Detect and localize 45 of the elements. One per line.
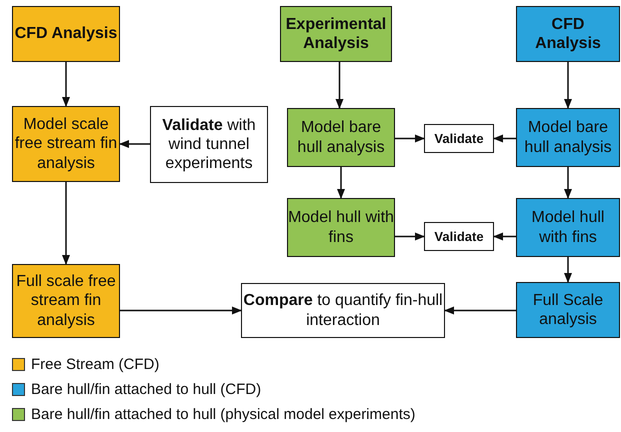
- arrow: [564, 167, 572, 199]
- note-box: [424, 222, 494, 251]
- process-box: [12, 6, 120, 62]
- node-text: Model bare hull analysis: [296, 118, 386, 157]
- arrow: [395, 134, 425, 142]
- arrow: [62, 62, 70, 107]
- node-text: Validate: [434, 228, 484, 244]
- node-text: Model bare hull analysis: [523, 118, 613, 157]
- process-box: [516, 6, 620, 62]
- process-box: [280, 6, 392, 62]
- arrow: [62, 182, 70, 265]
- note-box: [424, 124, 494, 153]
- process-box: [12, 106, 120, 182]
- note-box: [241, 283, 445, 338]
- node-text: Model scale free stream fin analysis: [14, 115, 118, 173]
- node-text: Compare to quantify fin-hull interaction: [242, 291, 444, 330]
- arrow: [564, 62, 572, 109]
- arrow: [444, 306, 516, 314]
- arrow: [395, 232, 425, 240]
- process-box: [516, 198, 620, 257]
- node-text: Validate with wind tunnel experiments: [161, 116, 257, 174]
- legend-text: Bare hull/fin attached to hull (CFD): [31, 381, 262, 398]
- arrow: [493, 232, 516, 240]
- process-box: [516, 282, 620, 338]
- arrow: [337, 167, 345, 199]
- process-box: [12, 264, 120, 338]
- legend-text: Bare hull/fin attached to hull (physical model experiments): [31, 406, 416, 423]
- process-box: [516, 108, 620, 167]
- note-box: [150, 106, 268, 183]
- legend-text: Free Stream (CFD): [31, 356, 160, 373]
- node-text: Full Scale analysis: [532, 290, 604, 330]
- arrow: [564, 257, 572, 283]
- arrow: [119, 140, 150, 148]
- node-text: Experimental Analysis: [284, 14, 388, 54]
- node-text: Validate: [434, 130, 484, 146]
- node-text: Model hull with fins: [288, 208, 394, 247]
- process-box: [287, 108, 395, 167]
- node-text: Model hull with fins: [530, 208, 606, 247]
- node-text: CFD Analysis: [14, 24, 118, 44]
- arrow: [493, 134, 516, 142]
- process-box: [287, 198, 395, 257]
- arrow: [336, 62, 344, 109]
- node-text: CFD Analysis: [534, 14, 602, 54]
- arrow: [120, 306, 242, 314]
- node-text: Full scale free stream fin analysis: [15, 272, 117, 330]
